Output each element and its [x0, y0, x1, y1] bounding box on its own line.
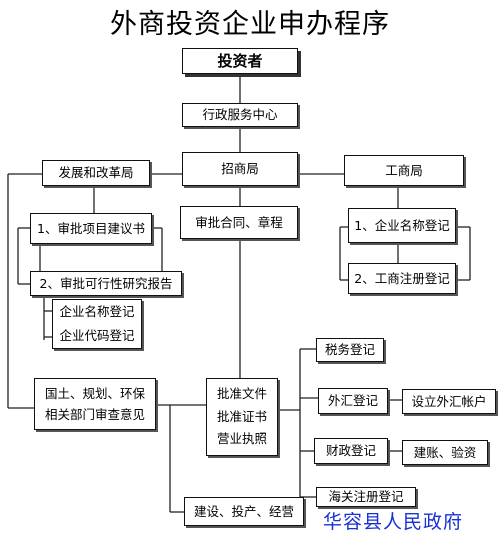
tax-registration-node: 税务登记	[316, 338, 384, 362]
commerce-bureau-node: 招商局	[182, 152, 298, 186]
accounting-node: 建账、验资	[402, 440, 488, 465]
enterprise-name-reg-label: 企业名称登记	[59, 304, 135, 320]
government-footer: 华容县人民政府	[323, 511, 464, 533]
page-title: 外商投资企业申办程序	[110, 9, 390, 40]
project-proposal-node: 1、审批项目建议书	[30, 213, 152, 244]
approval-document-label: 批准文件	[216, 386, 267, 402]
customs-registration-node: 海关注册登记	[316, 487, 416, 507]
land-review-line-1: 国土、规划、环保	[44, 385, 145, 401]
forex-registration-node: 外汇登记	[318, 388, 388, 414]
land-review-line-2: 相关部门审查意见	[44, 407, 145, 422]
enterprise-code-reg-label: 企业代码登记	[59, 328, 135, 343]
development-bureau-node: 发展和改革局	[42, 160, 150, 186]
finance-registration-node: 财政登记	[314, 438, 388, 464]
land-review-node: 国土、规划、环保 相关部门审查意见	[34, 378, 156, 430]
contract-approval-node: 审批合同、章程	[180, 206, 298, 239]
construction-node: 建设、投产、经营	[184, 497, 304, 526]
name-registration-node: 1、企业名称登记	[348, 208, 456, 243]
approval-certificate-label: 批准证书	[216, 408, 267, 424]
business-license-label: 营业执照	[216, 431, 267, 447]
feasibility-study-node: 2、审批可行性研究报告	[30, 271, 182, 296]
approval-documents-node: 批准文件 批准证书 营业执照	[206, 378, 278, 456]
industry-bureau-node: 工商局	[344, 155, 464, 186]
service-center-node: 行政服务中心	[182, 103, 298, 127]
forex-account-node: 设立外汇帐户	[402, 389, 496, 414]
investor-node: 投资者	[182, 48, 298, 74]
industry-registration-node: 2、工商注册登记	[348, 263, 456, 294]
enterprise-registration-node: 企业名称登记 企业代码登记	[52, 299, 142, 349]
